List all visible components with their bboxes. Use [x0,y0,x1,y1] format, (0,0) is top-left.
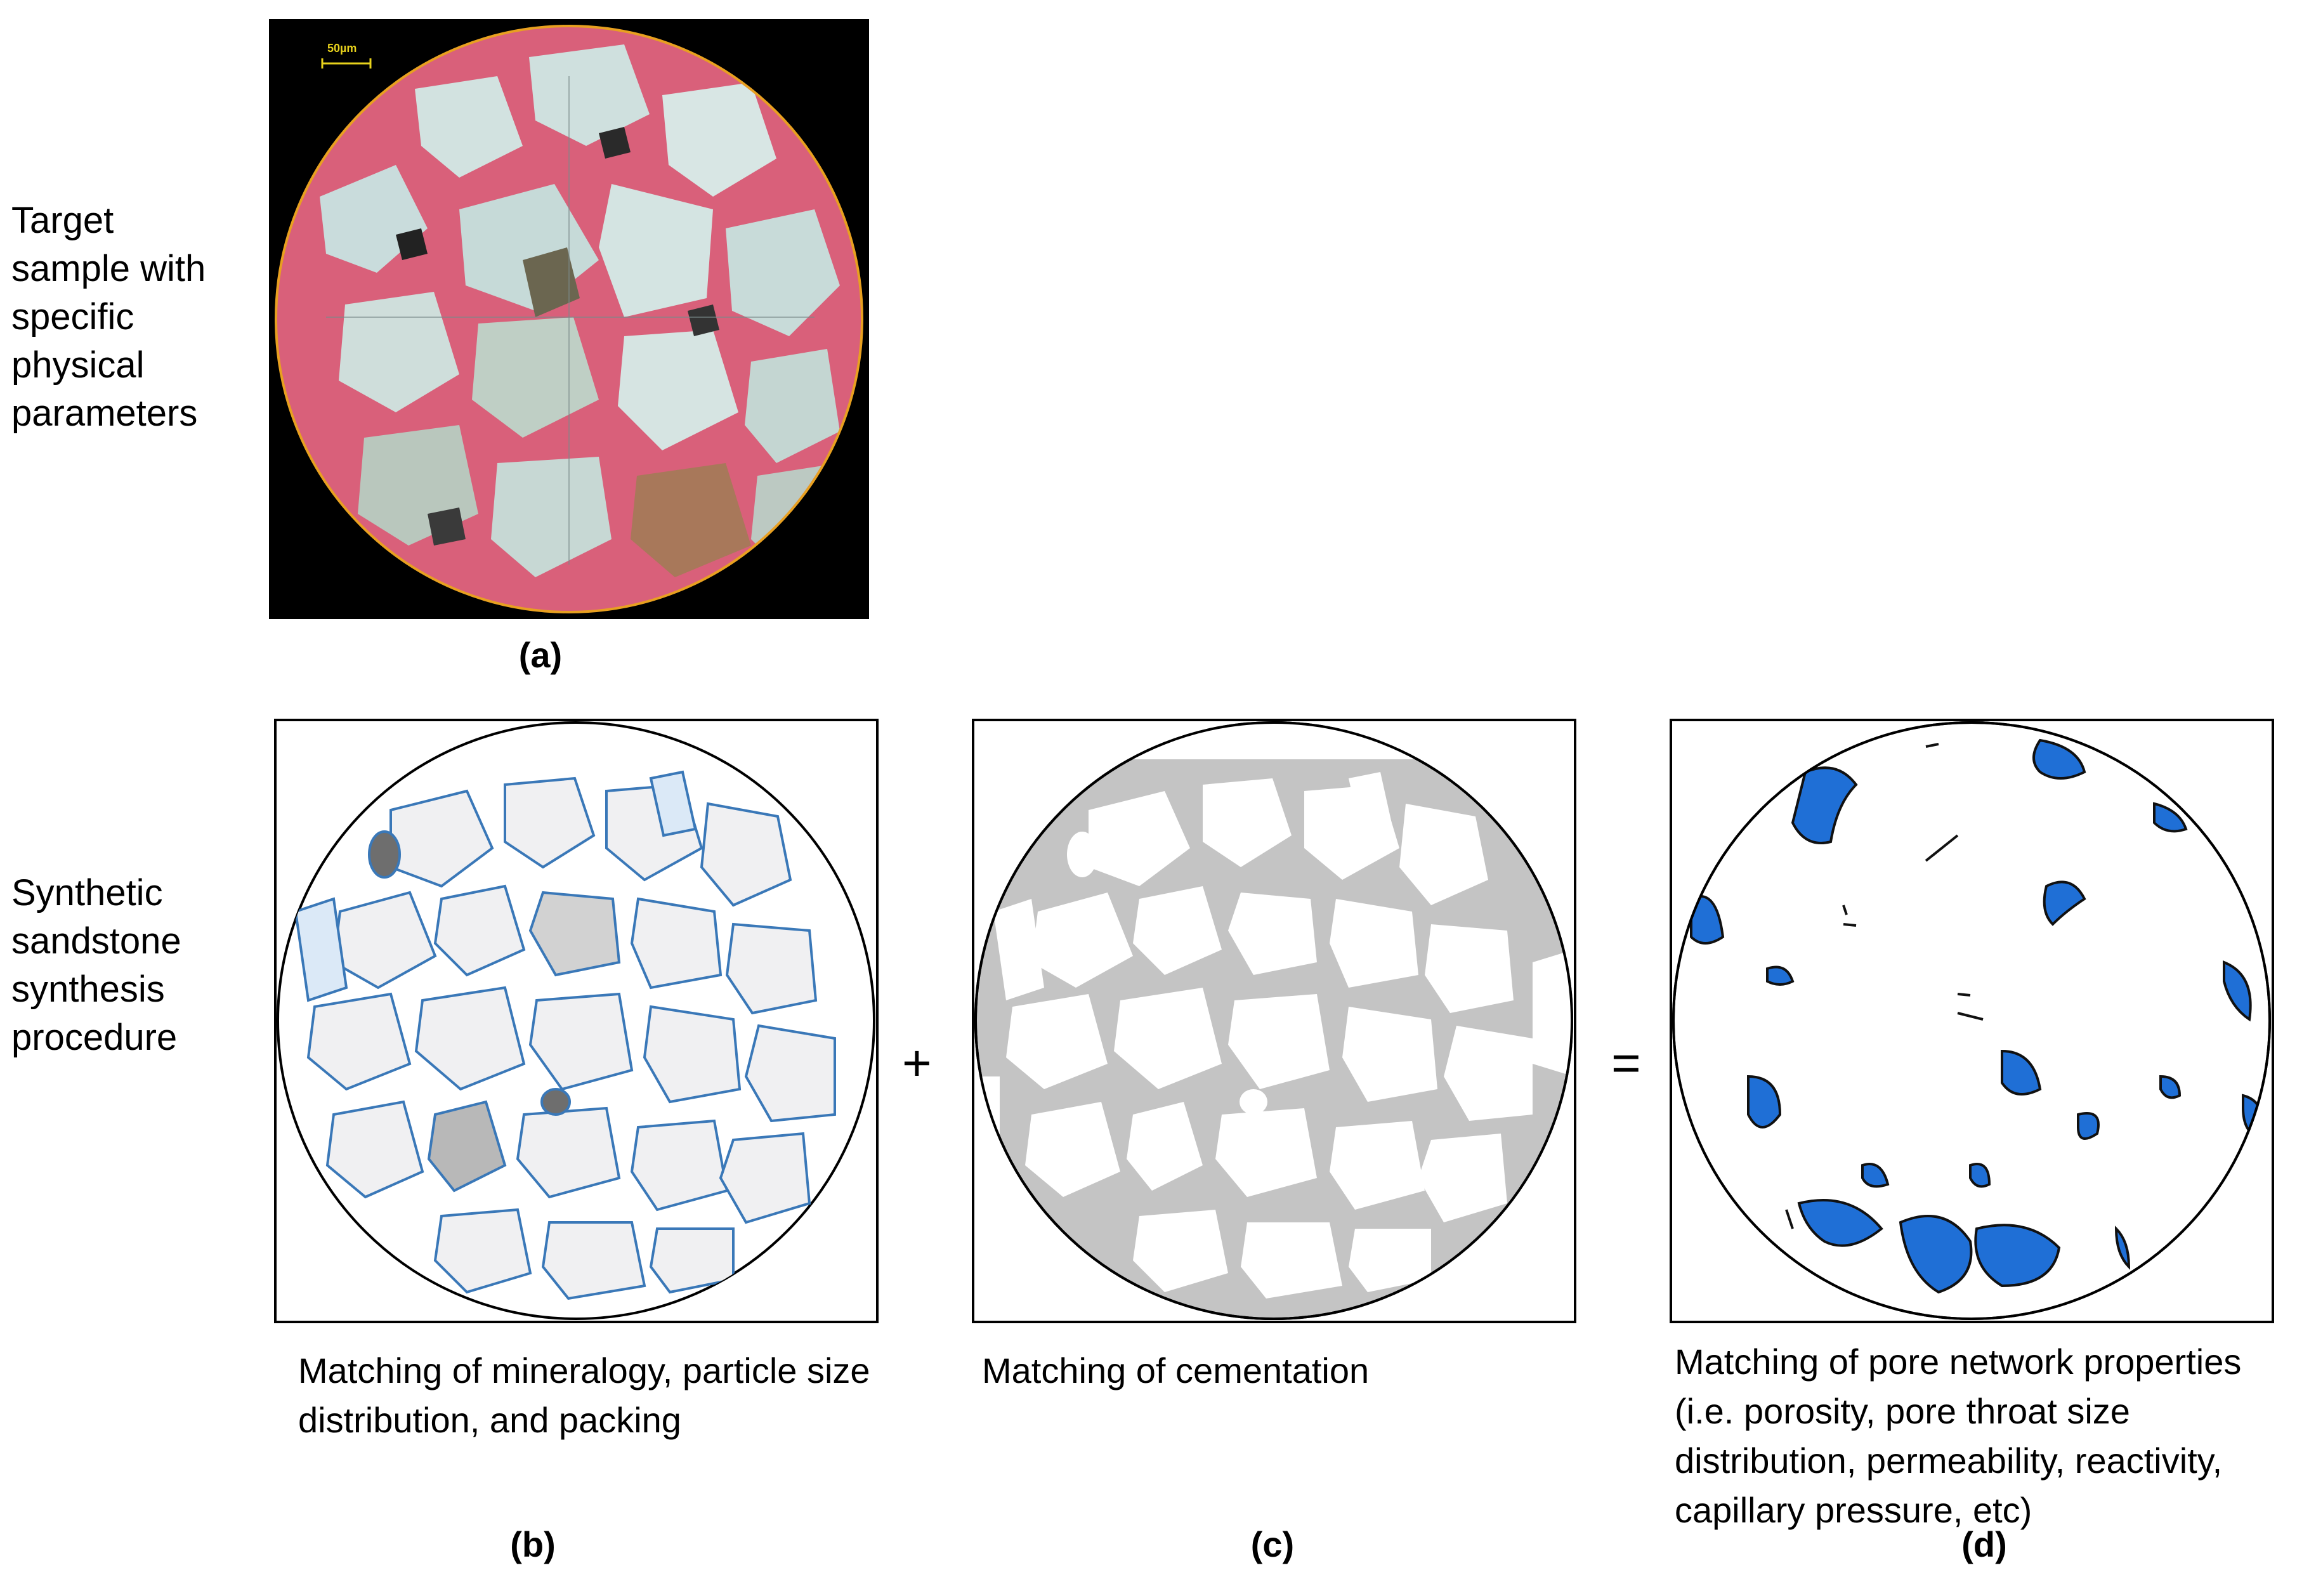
micrograph-grains [320,44,853,577]
pore [2043,880,2086,926]
grain [630,897,723,990]
panel-b-caption: Matching of mineralogy, particle size di… [298,1351,870,1440]
panel-c-cementation [972,719,1576,1323]
grain [325,1100,424,1199]
synthetic-procedure-label: Synthetic sandstone synthesis procedure [11,872,181,1058]
pore [2159,1075,2182,1099]
pore [1747,1075,1782,1128]
pore [2032,738,2086,780]
thin-section-photo: 50µm [269,19,869,619]
grain-light-blue [294,897,348,1002]
grain [541,1221,646,1300]
panel-c-caption: Matching of cementation [982,1351,1370,1390]
scale-bar-label: 50µm [327,42,357,55]
grain-dark-small [540,1088,571,1116]
pore [1690,895,1725,945]
grain [433,1208,532,1294]
grain [516,1106,621,1199]
panel-b-label: (b) [510,1524,556,1564]
pore [1974,1224,2061,1288]
pore [1797,1199,1883,1247]
grain-dark [528,891,621,977]
grain [306,992,412,1091]
grain-dark [427,1100,507,1193]
plus-operator: + [902,1035,932,1091]
panel-d-label: (d) [1961,1524,2007,1564]
pore [2001,1049,2042,1096]
pore [1899,1215,1973,1294]
grain [725,922,818,1015]
panel-b-grains [274,719,879,1323]
pore [1791,766,1858,844]
pore [2223,960,2252,1022]
target-sample-label: Target sample with specific physical par… [11,200,206,434]
panel-c-label: (c) [1250,1524,1295,1564]
pore [2077,1112,2100,1140]
grain [744,1024,836,1123]
grain [504,776,596,869]
equals-operator: = [1611,1035,1641,1091]
grain [433,884,526,977]
pore [1766,965,1795,986]
pore [1861,1163,1890,1188]
panel-a-label: (a) [518,635,563,675]
grain [528,992,634,1091]
grain [643,1005,742,1104]
grain-dark-small [368,830,401,879]
panel-d-pore-network [1670,719,2274,1323]
pore [1969,1163,1991,1188]
grain-light-blue [649,770,697,837]
grain [649,1227,735,1294]
pore [2114,1226,2131,1270]
panel-d-caption: Matching of pore network properties (i.e… [1675,1342,2242,1530]
pore [2153,802,2188,833]
grain [414,986,526,1091]
grain [630,1119,729,1212]
grain [700,802,792,907]
grain [719,1132,811,1224]
